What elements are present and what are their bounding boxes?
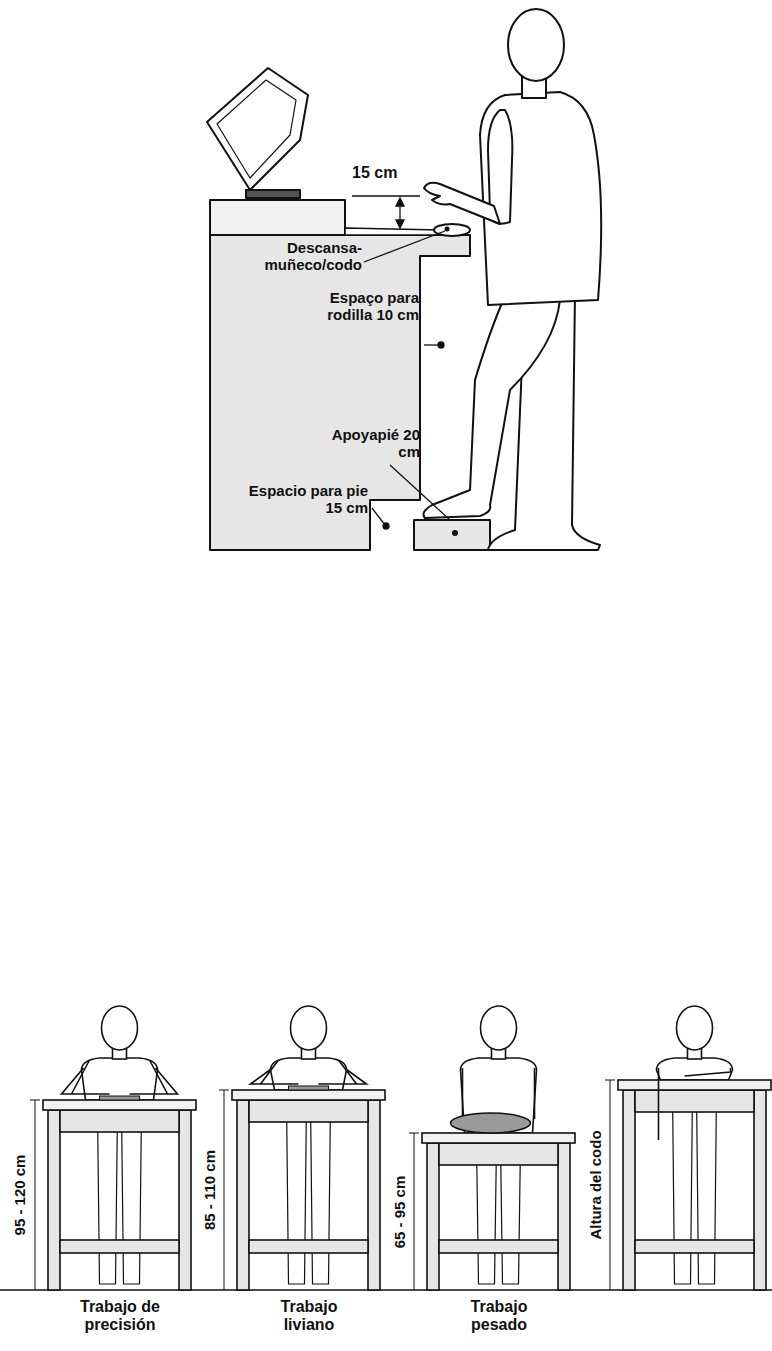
table-apron <box>635 1090 754 1112</box>
dot <box>383 523 389 529</box>
dot <box>452 530 458 536</box>
table-top <box>43 1100 196 1110</box>
table-leg <box>179 1110 191 1290</box>
workstation <box>207 9 601 550</box>
table-leg <box>237 1100 249 1290</box>
arms <box>62 1060 178 1094</box>
monitor <box>207 68 308 190</box>
dot <box>445 227 450 232</box>
height-label: 85 - 110 cm <box>201 1148 220 1232</box>
monitor-screen <box>217 80 296 178</box>
table-apron <box>249 1100 368 1122</box>
table-leg <box>368 1100 380 1290</box>
dimension-line <box>414 1133 415 1290</box>
head <box>102 1006 138 1050</box>
dimension-line <box>610 1080 611 1290</box>
arms <box>463 1068 535 1119</box>
caption-label: Trabajo de precisión <box>65 1298 175 1333</box>
leader-line <box>372 508 385 525</box>
front-leg <box>424 296 560 518</box>
part-label: Apoyapié 20 cm <box>315 427 420 460</box>
wrist-rest <box>434 224 470 236</box>
table-apron <box>439 1143 558 1165</box>
floor-line <box>0 1289 772 1291</box>
arrowhead <box>396 220 404 228</box>
caption-label: Trabajo pesado <box>444 1298 554 1333</box>
dimension-line <box>35 1100 36 1290</box>
work-piece <box>100 1096 140 1100</box>
keyboard <box>345 228 440 235</box>
arrowhead <box>396 198 404 206</box>
legs <box>287 1100 331 1284</box>
leaders <box>352 196 450 529</box>
table-apron <box>60 1110 179 1132</box>
table-leg <box>427 1143 439 1290</box>
table-leg <box>754 1090 766 1290</box>
leader-line <box>364 231 445 262</box>
height-label: 95 - 120 cm <box>11 1153 30 1238</box>
table-top <box>232 1090 385 1100</box>
caption-label: Trabajo liviano <box>254 1298 364 1333</box>
torso <box>657 1058 733 1080</box>
forearm <box>424 183 500 224</box>
part-label: Espaço para rodilla 10 cm <box>282 290 419 323</box>
monitor-stand <box>210 200 345 235</box>
dot <box>438 342 444 348</box>
dimension-tick <box>219 1090 229 1091</box>
part-label: Descansa- muñeco/codo <box>262 240 362 273</box>
height-label: 65 - 95 cm <box>391 1174 410 1251</box>
legs <box>98 1110 142 1284</box>
legs <box>673 1090 717 1284</box>
table-leg <box>558 1143 570 1290</box>
table-rail <box>249 1240 368 1253</box>
leader-line <box>390 465 450 520</box>
dimension-tick <box>30 1100 40 1101</box>
workbenches <box>30 1006 771 1290</box>
part-label: Espacio para pie 15 cm <box>236 483 368 516</box>
footrest <box>414 520 490 550</box>
arms <box>659 1068 731 1140</box>
monitor-base <box>246 190 300 198</box>
dimension-tick <box>605 1080 615 1081</box>
work-piece <box>451 1113 531 1133</box>
head <box>508 9 564 81</box>
torso <box>271 1058 347 1090</box>
table-top <box>618 1080 771 1090</box>
head <box>481 1006 517 1050</box>
height-label: Altura del codo <box>587 1128 606 1241</box>
arms <box>251 1060 367 1084</box>
table-rail <box>439 1240 558 1253</box>
dimension-label: 15 cm <box>352 164 432 182</box>
head <box>677 1006 713 1050</box>
dimension-line <box>224 1090 225 1290</box>
desk <box>210 235 470 550</box>
torso <box>480 92 601 305</box>
table-leg <box>623 1090 635 1290</box>
dimension-line <box>352 195 420 196</box>
table-top <box>422 1133 575 1143</box>
table-leg <box>48 1110 60 1290</box>
dimension-tick <box>409 1133 419 1134</box>
table-rail <box>60 1240 179 1253</box>
work-piece <box>289 1086 329 1090</box>
head <box>291 1006 327 1050</box>
table-rail <box>635 1240 754 1253</box>
